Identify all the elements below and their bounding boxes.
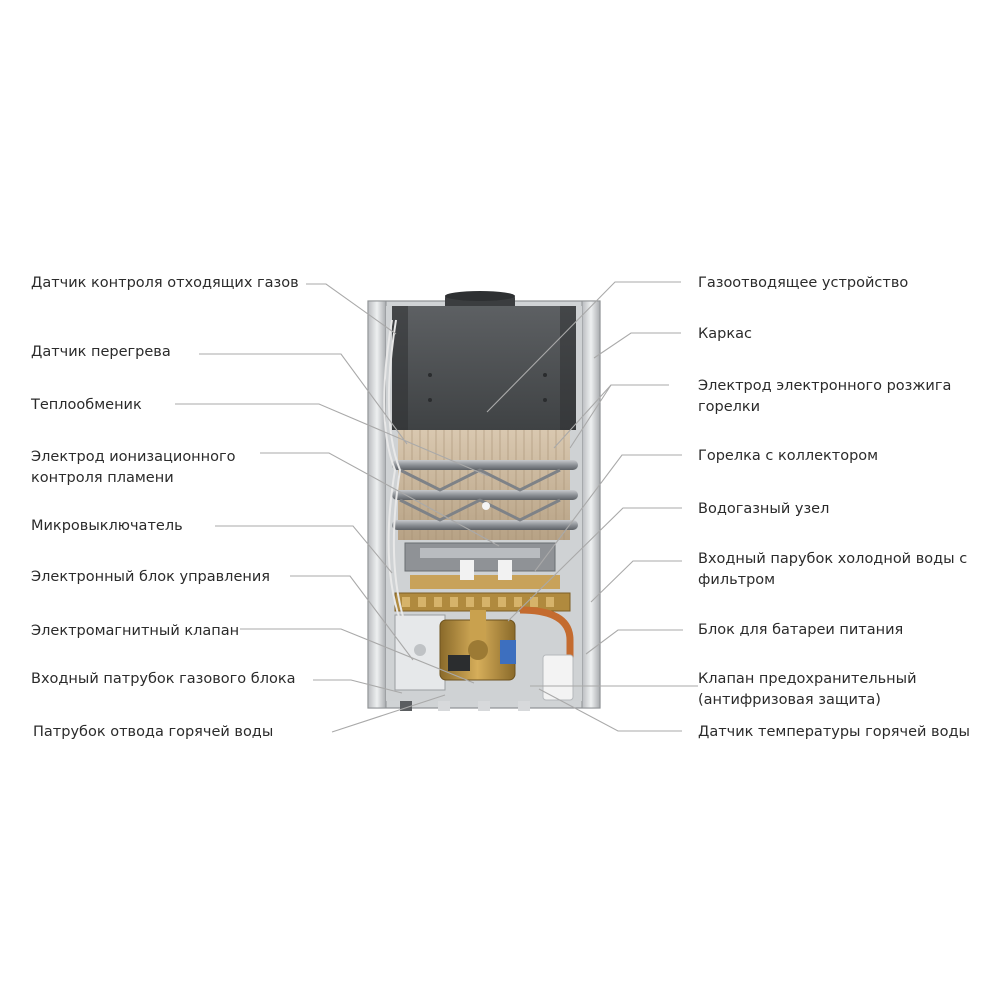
sensor-wires <box>383 319 405 621</box>
draft-hood <box>392 306 576 430</box>
leader-lines <box>175 281 698 733</box>
control-box <box>394 614 446 691</box>
label-frame: Каркас <box>698 326 752 342</box>
label-ignition-electrode: Электрод электронного розжига горелки <box>698 378 952 415</box>
label-battery-block: Блок для батареи питания <box>698 622 904 638</box>
label-control-unit: Электронный блок управления <box>31 569 270 585</box>
heat-exchanger <box>392 430 578 540</box>
battery-block <box>542 654 574 701</box>
label-hot-water-outlet: Патрубок отвода горячей воды <box>33 724 274 740</box>
water-gas-valve <box>439 606 574 681</box>
label-hot-water-temp-sensor: Датчик температуры горячей воды <box>698 724 970 740</box>
label-flue-device: Газоотводящее устройство <box>698 275 909 291</box>
label-overheat-sensor: Датчик перегрева <box>31 344 171 360</box>
label-ionization-electrode: Электрод ионизационного контроля пламени <box>31 449 236 486</box>
label-heat-exchanger: Теплообменик <box>31 397 142 413</box>
label-microswitch: Микровыключатель <box>31 518 183 534</box>
label-solenoid-valve: Электромагнитный клапан <box>31 623 240 639</box>
burner <box>404 542 560 589</box>
label-gas-inlet: Входный патрубок газового блока <box>31 671 296 687</box>
label-burner: Горелка с коллектором <box>698 448 879 464</box>
label-flue-gas-sensor: Датчик контроля отходящих газов <box>31 275 299 291</box>
bottom-fittings <box>400 701 530 711</box>
label-water-gas-unit: Водогазный узел <box>698 501 830 517</box>
gas-manifold <box>394 592 571 612</box>
label-cold-water-inlet: Входный парубок холодной воды с фильтром <box>698 551 968 588</box>
label-safety-valve: Клапан предохранительный (антифризовая з… <box>698 671 917 708</box>
